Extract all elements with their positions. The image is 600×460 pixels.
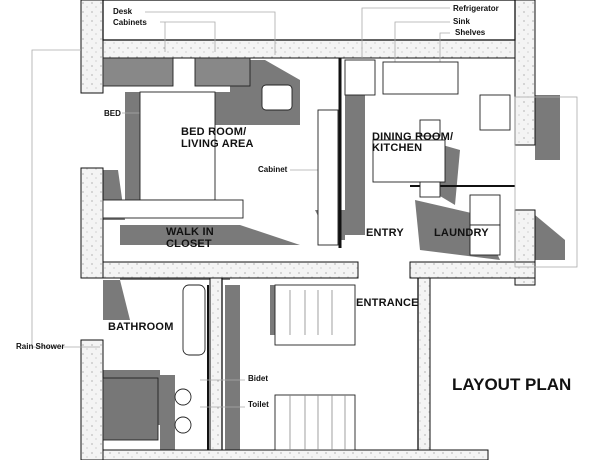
label-bidet: Bidet: [248, 374, 268, 383]
room-closet-line2: CLOSET: [166, 238, 212, 250]
label-refrigerator: Refrigerator: [453, 4, 499, 13]
label-cabinet: Cabinet: [258, 165, 288, 174]
plan-title: LAYOUT PLAN: [452, 375, 572, 394]
label-cabinets: Cabinets: [113, 18, 147, 27]
room-entry: ENTRY: [366, 227, 404, 239]
room-bathroom: BATHROOM: [108, 321, 174, 333]
label-shelves: Shelves: [455, 28, 486, 37]
label-rain-shower: Rain Shower: [16, 342, 65, 351]
label-desk: Desk: [113, 7, 133, 16]
label-bed: BED: [104, 109, 121, 118]
stair-treads: [289, 290, 346, 450]
label-sink: Sink: [453, 17, 470, 26]
outlines: [102, 0, 516, 450]
room-laundry: LAUNDRY: [434, 227, 489, 239]
room-bedroom-line1: BED ROOM/: [181, 126, 247, 138]
room-entrance: ENTRANCE: [356, 297, 419, 309]
label-toilet: Toilet: [248, 400, 269, 409]
room-closet-line1: WALK IN: [166, 226, 214, 238]
room-dining-line2: KITCHEN: [372, 142, 423, 154]
room-bedroom-line2: LIVING AREA: [181, 138, 254, 150]
room-dining-line1: DINING ROOM/: [372, 131, 454, 143]
furniture: [102, 57, 511, 451]
